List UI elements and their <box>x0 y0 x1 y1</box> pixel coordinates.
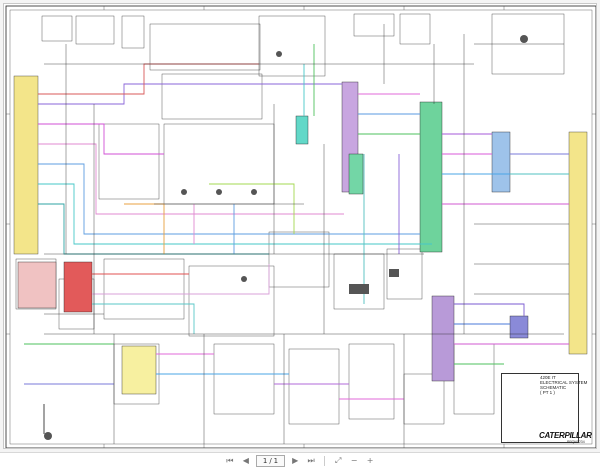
electrical-schematic-drawing <box>5 5 596 448</box>
part-number: PPQN1234 <box>567 440 585 444</box>
first-page-button[interactable]: ⏮ <box>226 455 234 465</box>
title-block <box>501 373 579 443</box>
zoom-out-icon[interactable]: − <box>350 456 358 465</box>
page-toolbar: ⏮ ◀ 1 / 1 ▶ ⏭ ⤢ − + <box>0 452 600 468</box>
zoom-in-icon[interactable]: + <box>366 456 374 465</box>
fit-page-icon[interactable]: ⤢ <box>334 455 342 465</box>
page-separator: / <box>269 456 272 465</box>
total-pages: 1 <box>273 456 279 465</box>
current-page: 1 <box>262 456 268 465</box>
title-line: ( PT 1 ) <box>540 390 555 395</box>
brand-logo: CATERPILLAR <box>539 431 592 440</box>
next-page-icon[interactable]: ▶ <box>292 456 299 465</box>
prev-page-icon[interactable]: ◀ <box>242 456 249 465</box>
title-line: SCHEMATIC <box>540 385 567 390</box>
schematic-page: 420E IT ELECTRICAL SYSTEM SCHEMATIC ( PT… <box>3 3 597 449</box>
last-page-button[interactable]: ⏭ <box>307 455 315 465</box>
page-indicator[interactable]: 1 / 1 <box>255 454 286 467</box>
title-line: 420E IT <box>540 375 556 380</box>
schematic-title: 420E IT ELECTRICAL SYSTEM SCHEMATIC ( PT… <box>540 375 587 395</box>
title-line: ELECTRICAL SYSTEM <box>540 380 588 385</box>
toolbar-divider <box>324 455 326 466</box>
